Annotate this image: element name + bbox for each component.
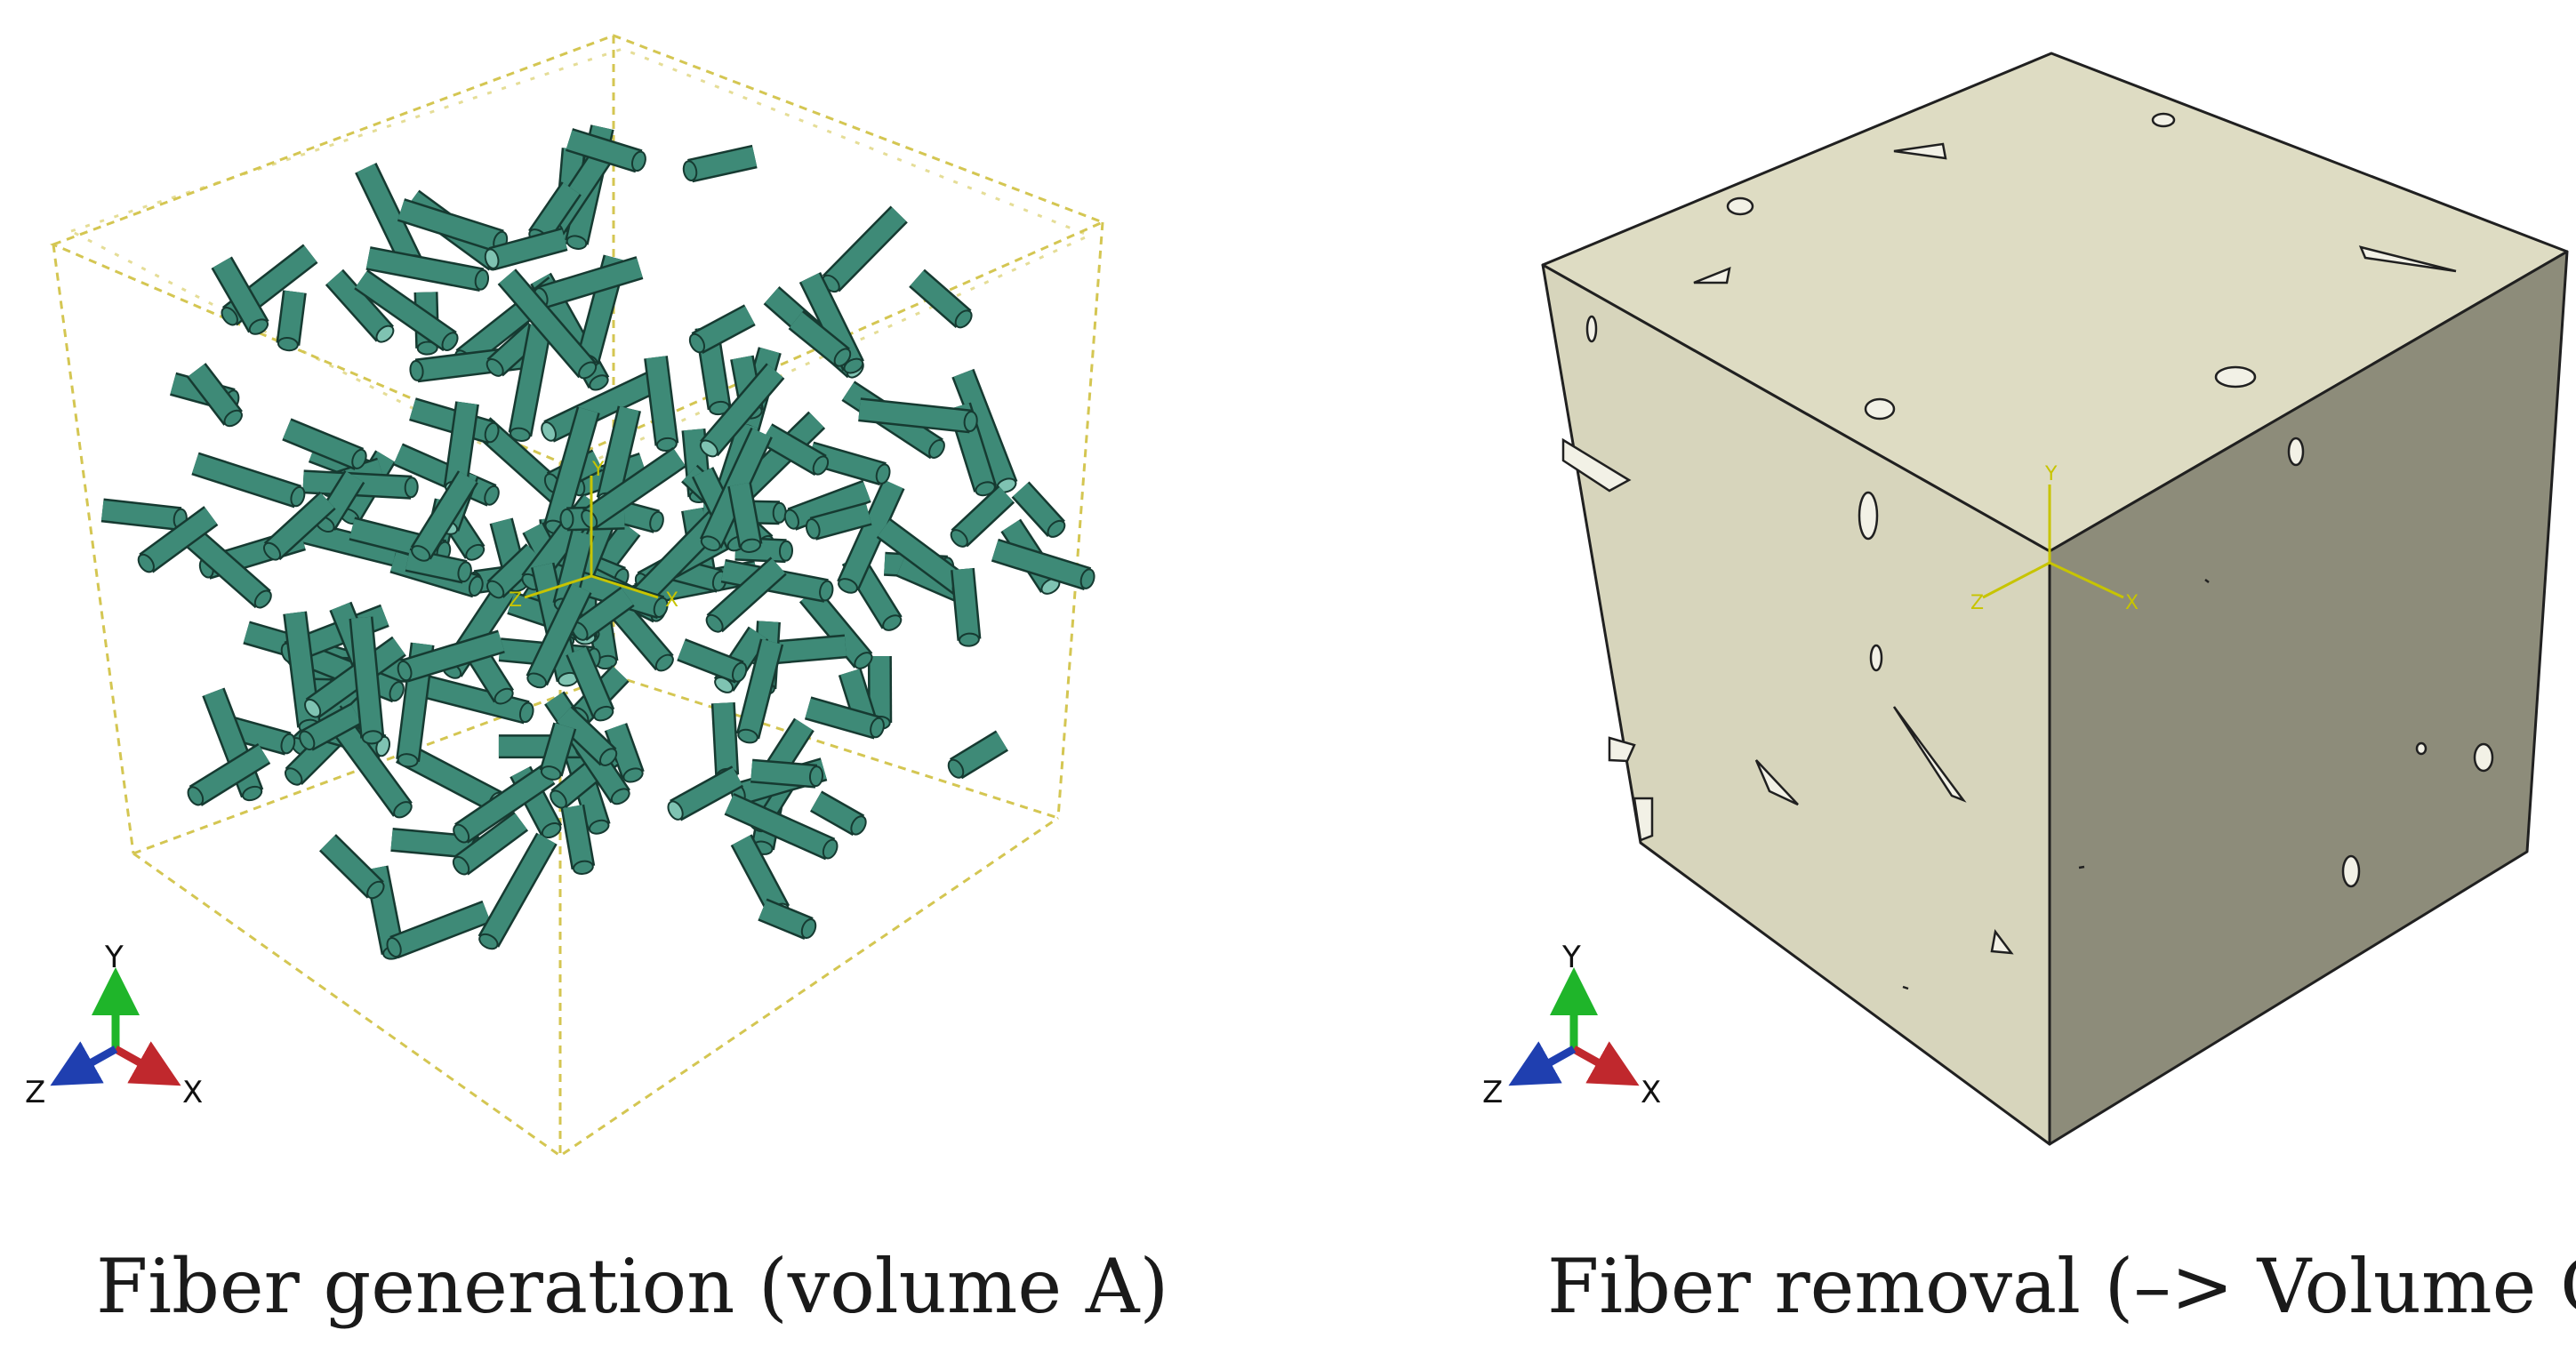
origin-z-label: Z xyxy=(509,589,522,612)
fiber-cylinder xyxy=(804,696,885,740)
fiber-cylinder xyxy=(397,629,505,683)
fiber-cylinders xyxy=(100,124,1095,960)
matrix-cube-panel: Y X Z Y X Z xyxy=(1482,52,2569,1146)
fiber-cylinder xyxy=(677,638,748,684)
fiber-cylinder xyxy=(318,834,385,900)
fiber-cylinder xyxy=(805,501,872,541)
fiber-cylinder xyxy=(187,743,271,806)
fiber-cylinder xyxy=(644,356,679,452)
fiber-cylinder xyxy=(809,790,867,837)
fiber-cylinder xyxy=(187,363,243,428)
fiber-cylinder xyxy=(299,702,363,751)
fiber-cylinder xyxy=(566,645,615,722)
fiber-cylinder xyxy=(688,304,756,354)
axis-triad-right: Y X Z xyxy=(1482,940,1661,1110)
fiber-cylinder xyxy=(750,758,824,789)
fiber-cylinder xyxy=(555,706,618,766)
fiber-volume-panel: Y X Z Y X Z xyxy=(25,34,1106,1158)
axis-x-label: X xyxy=(182,1075,203,1110)
origin-x-label: X xyxy=(665,589,678,612)
fiber-cylinder xyxy=(405,548,472,584)
fiber-cylinder xyxy=(566,128,646,173)
axis-triad-left: Y X Z xyxy=(25,940,203,1110)
fiber-cylinder xyxy=(991,538,1095,591)
matrix-cube xyxy=(1541,52,2569,1146)
fiber-cylinder xyxy=(947,730,1008,780)
fiber-holes xyxy=(1561,112,2494,990)
fiber-cylinder xyxy=(758,898,817,940)
fiber-cylinder xyxy=(452,811,529,876)
fiber-cylinder xyxy=(409,397,500,445)
fiber-cylinder xyxy=(822,205,908,293)
origin-triad-right: Y X Z xyxy=(1970,463,2139,614)
fiber-cylinder xyxy=(604,723,645,783)
fiber-cylinder xyxy=(581,447,686,530)
fiber-cylinder xyxy=(497,268,598,380)
fiber-cylinder xyxy=(909,268,973,329)
fiber-cylinder xyxy=(526,582,592,689)
fiber-cylinder xyxy=(682,144,758,183)
fiber-cylinder xyxy=(325,268,395,343)
origin-triad-left: Y X Z xyxy=(509,459,678,612)
fiber-cylinder xyxy=(533,256,644,309)
fiber-cylinder xyxy=(182,526,272,609)
axis-y-label: Y xyxy=(1561,940,1581,975)
fiber-cylinder xyxy=(951,368,1018,493)
caption-fiber-generation: Fiber generation (volume A) xyxy=(96,1243,1169,1330)
fiber-cylinder xyxy=(783,479,871,531)
fiber-cylinder xyxy=(1011,481,1066,538)
fiber-cylinder xyxy=(560,804,596,875)
fiber-cylinder xyxy=(735,638,784,744)
caption-fiber-removal: Fiber removal (–> Volume C) xyxy=(1547,1243,2576,1330)
fiber-cylinder xyxy=(453,764,556,844)
axis-z-label: Z xyxy=(25,1075,45,1110)
fiber-cylinder xyxy=(858,397,978,434)
axis-z-label: Z xyxy=(1482,1075,1503,1110)
origin-z-label: Z xyxy=(1970,592,1984,614)
fiber-cylinder xyxy=(724,793,839,861)
fiber-cylinder xyxy=(354,269,459,352)
fiber-cylinder xyxy=(137,506,219,573)
fiber-cylinder xyxy=(759,423,830,477)
origin-y-label: Y xyxy=(591,459,605,481)
fiber-cylinder xyxy=(410,470,478,562)
axis-x-label: X xyxy=(1641,1075,1661,1110)
fiber-cylinder xyxy=(408,671,534,725)
fiber-cylinder xyxy=(262,491,336,561)
fiber-cylinder xyxy=(788,310,852,367)
fiber-cylinder xyxy=(386,900,492,959)
fiber-cylinder xyxy=(191,452,306,509)
fiber-cylinder xyxy=(950,485,1015,548)
fiber-cylinder xyxy=(349,616,385,745)
fiber-cylinder xyxy=(667,765,744,821)
fiber-cylinder xyxy=(393,443,500,507)
fiber-cylinder xyxy=(727,482,763,553)
fiber-cylinder xyxy=(837,478,905,594)
fiber-cylinder xyxy=(571,587,635,641)
fiber-cylinder xyxy=(276,290,307,352)
fiber-cylinder xyxy=(282,418,367,470)
fiber-cylinder xyxy=(211,256,269,335)
fiber-cylinder xyxy=(798,587,873,669)
cube-right-face xyxy=(2048,250,2569,1146)
fiber-cylinder xyxy=(397,198,509,253)
fiber-cylinder xyxy=(477,832,558,950)
axis-y-label: Y xyxy=(104,940,124,975)
fiber-cylinder xyxy=(541,368,664,443)
fiber-cylinder xyxy=(705,557,787,633)
fiber-cylinder xyxy=(484,227,568,271)
fiber-cylinder xyxy=(951,567,982,647)
origin-y-label: Y xyxy=(2044,463,2058,485)
fiber-cylinder xyxy=(100,498,188,532)
fiber-cylinder xyxy=(539,722,577,781)
fiber-cylinder xyxy=(486,543,543,599)
fiber-cylinder xyxy=(365,246,490,292)
fiber-cylinder xyxy=(699,363,785,458)
fiber-cylinder xyxy=(508,324,553,442)
origin-x-label: X xyxy=(2125,592,2139,614)
